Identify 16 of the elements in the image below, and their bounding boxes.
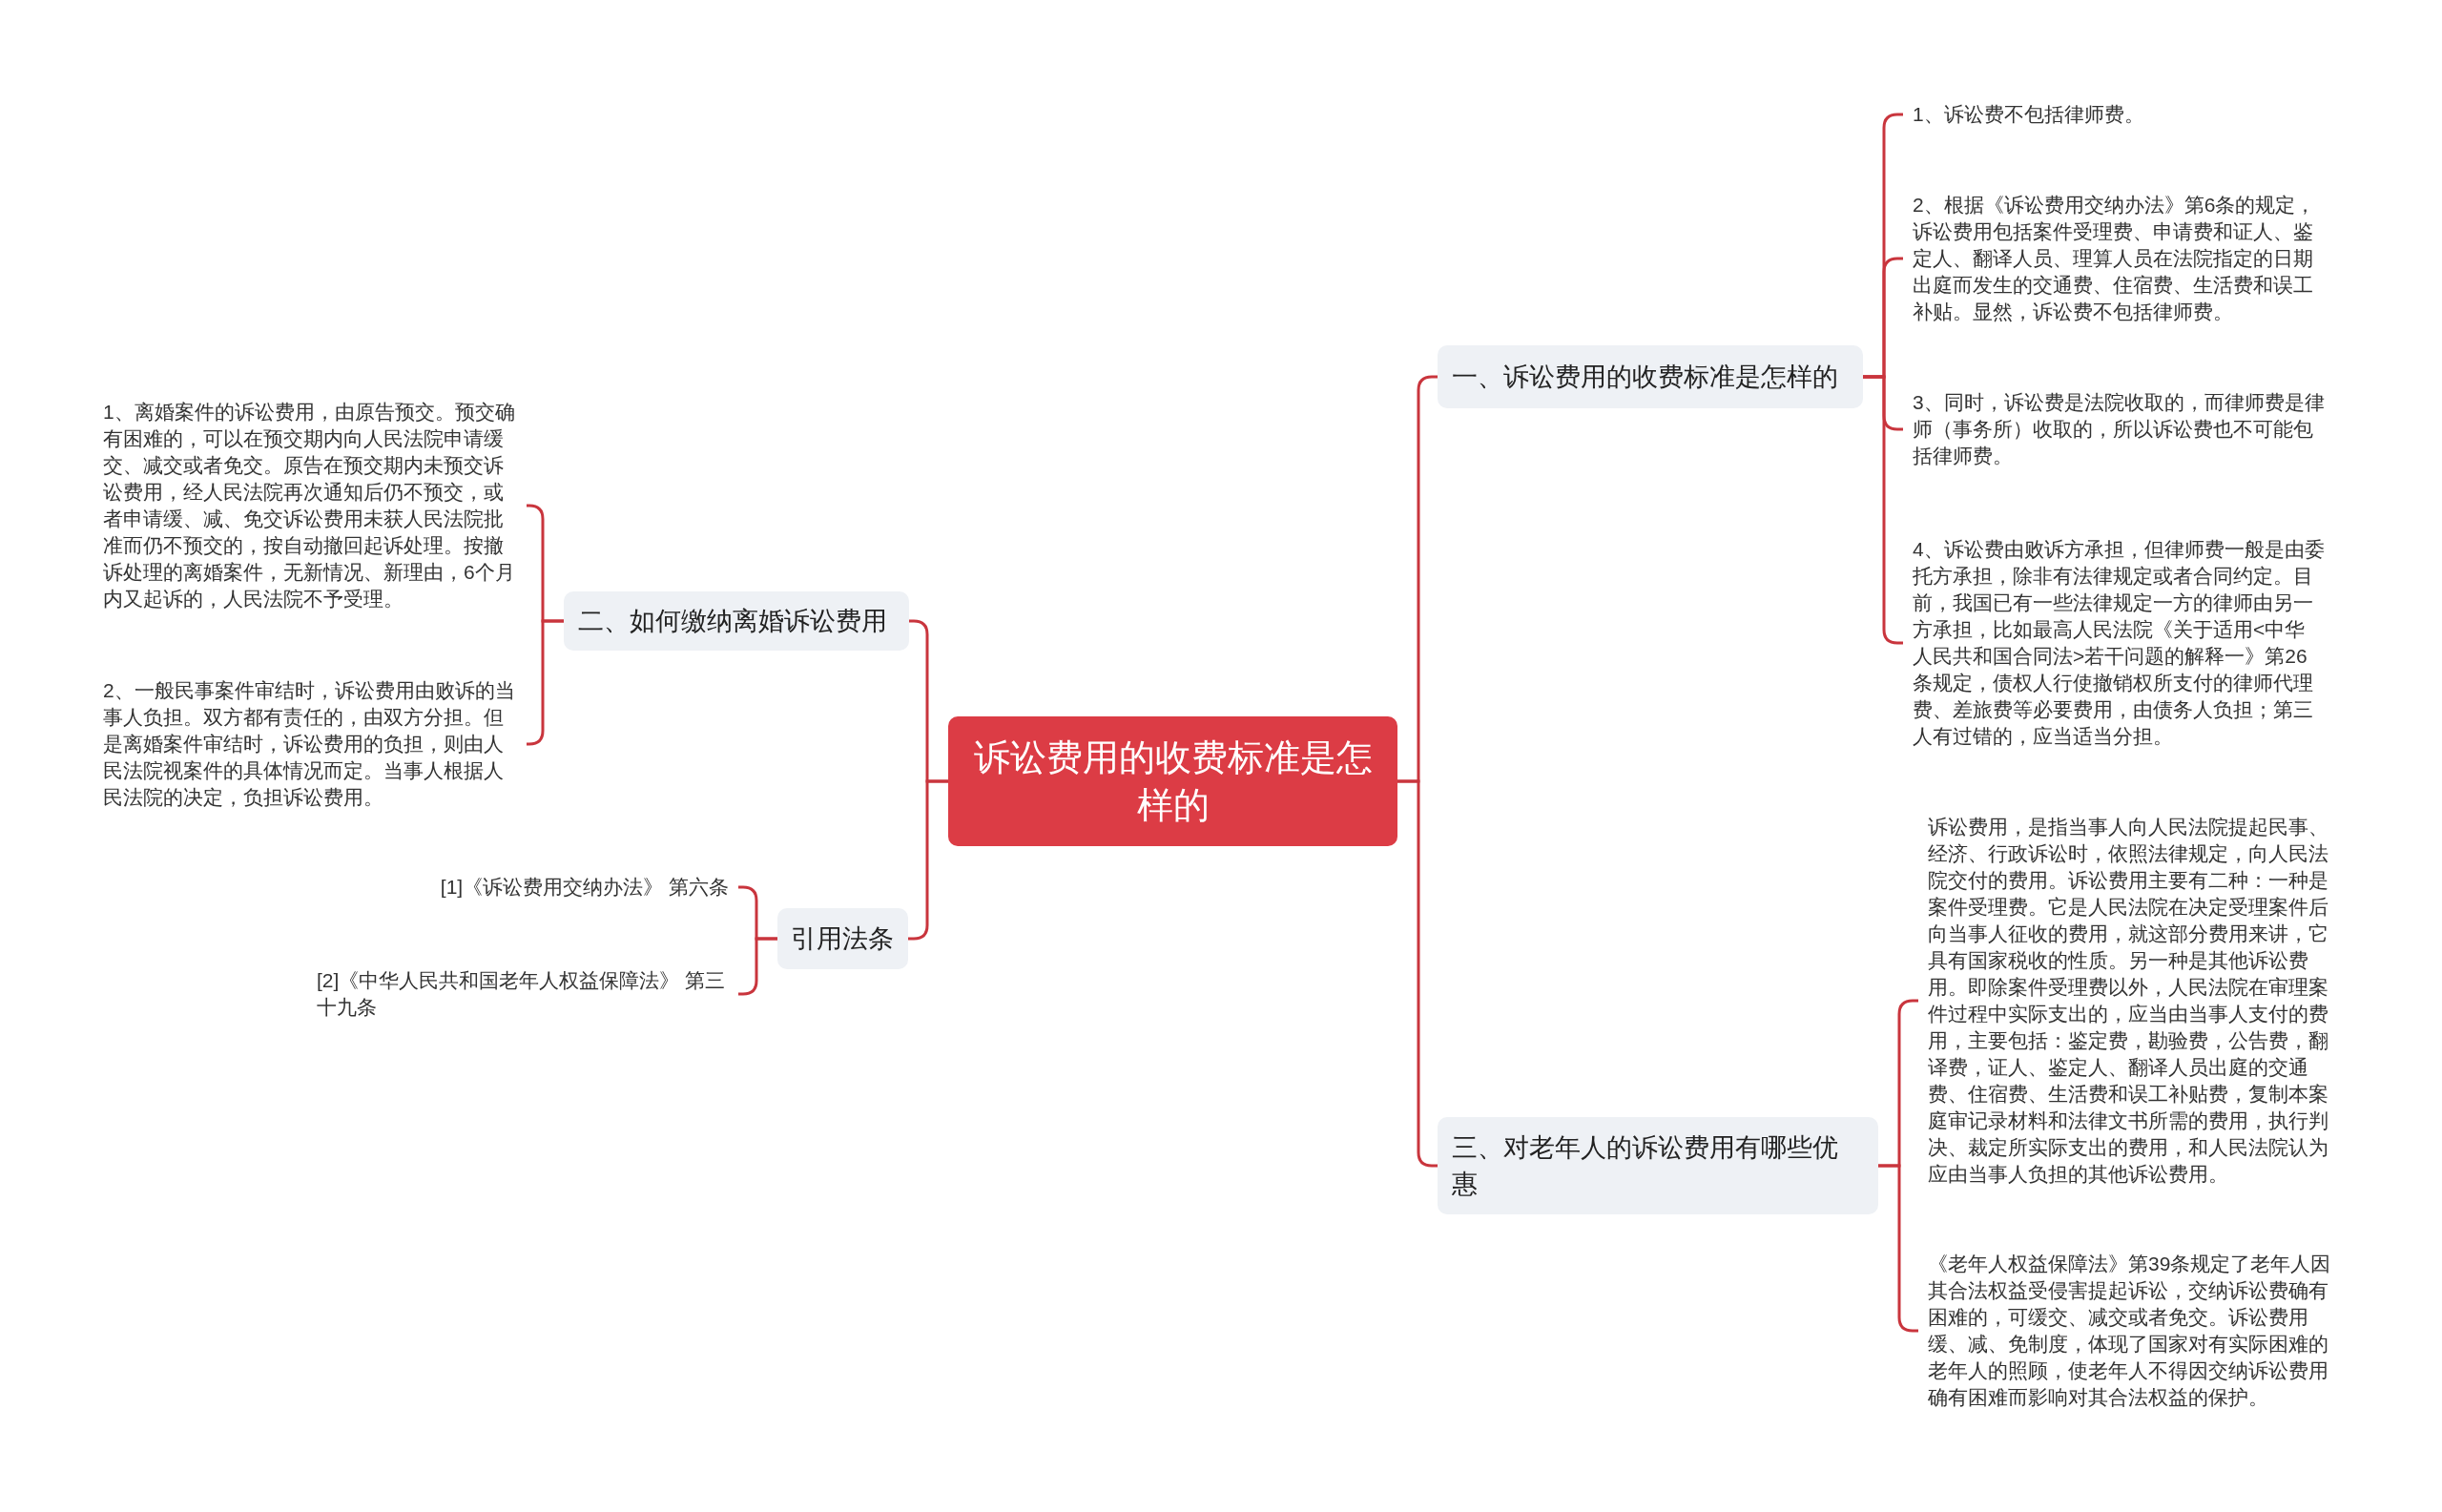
note-text: 1、离婚案件的诉讼费用，由原告预交。预交确有困难的，可以在预交期内向人民法院申请缓交、减交或者免交。原告在预交期内未预交诉讼费用，经人民法院再次通知后仍不预交，或者申请缓、减、免交诉讼费用未获人民法院批准而仍不预交的，按自动撤回起诉处理。按撤诉处理的离婚案件，无新情况、新理由，6个月内又起诉的，人民法院不予受理。 <box>103 399 527 612</box>
note-text: 2、一般民事案件审结时，诉讼费用由败诉的当事人负担。双方都有责任的，由双方分担。但是离婚案件审结时，诉讼费用的负担，则由人民法院视案件的具体情况而定。当事人根据人民法院的决定，负担诉讼费用。 <box>103 677 527 811</box>
topic-box: 三、对老年人的诉讼费用有哪些优惠 <box>1438 1117 1878 1214</box>
note-text: 2、根据《诉讼费用交纳办法》第6条的规定，诉讼费用包括案件受理费、申请费和证人、鉴定人、翻译人员、理算人员在法院指定的日期出庭而发生的交通费、住宿费、生活费和误工补贴。显然，诉讼费不包括律师费。 <box>1903 192 2325 325</box>
note-text: 诉讼费用，是指当事人向人民法院提起民事、经济、行政诉讼时，依照法律规定，向人民法院交付的费用。诉讼费用主要有二种：一种是案件受理费。它是人民法院在决定受理案件后向当事人征收的费用，就这部分费用来讲，它具有国家税收的性质。另一种是其他诉讼费用。即除案件受理费以外，人民法院在审理案件过程中实际支出的，应当由当事人支付的费用，主要包括：鉴定费，勘验费，公告费，翻译费，证人、鉴定人、翻译人员出庭的交通费、住宿费、生活费和误工补贴费，复制本案庭审记录材料和法律文书所需的费用，执行判决、裁定所实际支出的费用，和人民法院认为应由当事人负担的其他诉讼费用。 <box>1918 814 2340 1188</box>
topic-box: 引用法条 <box>777 908 908 969</box>
note-text: 3、同时，诉讼费是法院收取的，而律师费是律师（事务所）收取的，所以诉讼费也不可能包括律师费。 <box>1903 389 2325 469</box>
topic-box: 一、诉讼费用的收费标准是怎样的 <box>1438 345 1863 408</box>
note-text: 4、诉讼费由败诉方承担，但律师费一般是由委托方承担，除非有法律规定或者合同约定。目前，我国已有一些法律规定一方的律师由另一方承担，比如最高人民法院《关于适用<中华人民共和国合同法>若干问题的解释一》第26条规定，债权人行使撤销权所支付的律师代理费、差旅费等必要费用，由债务人负担；第三人有过错的，应当适当分担。 <box>1903 536 2325 750</box>
connector-line <box>1397 779 1438 1168</box>
topic-box: 二、如何缴纳离婚诉讼费用 <box>564 591 909 651</box>
central-topic-box: 诉讼费用的收费标准是怎样的 <box>948 716 1397 846</box>
note-text: 《老年人权益保障法》第39条规定了老年人因其合法权益受侵害提起诉讼，交纳诉讼费确有困难的，可缓交、减交或者免交。诉讼费用缓、减、免制度，体现了国家对有实际困难的老年人的照顾，使老年人不得因交纳诉讼费用确有困难而影响对其合法权益的保护。 <box>1918 1251 2340 1411</box>
citation-text: [1]《诉讼费用交纳办法》 第六条 <box>440 874 738 901</box>
citation-text: [2]《中华人民共和国老年人权益保障法》 第三十九条 <box>317 967 738 1021</box>
note-text: 1、诉讼费不包括律师费。 <box>1903 101 2144 128</box>
